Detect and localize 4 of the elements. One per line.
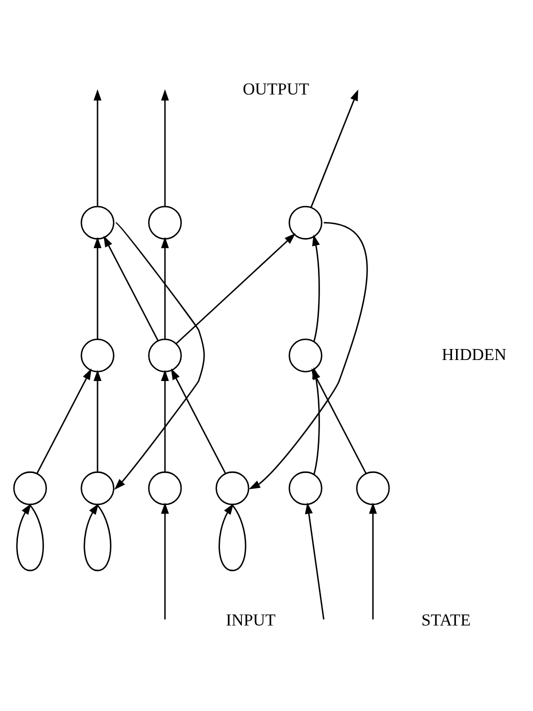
label: STATE (421, 610, 471, 630)
label: OUTPUT (242, 79, 310, 98)
label: HIDDEN (442, 344, 506, 364)
label: INPUT (226, 610, 276, 630)
